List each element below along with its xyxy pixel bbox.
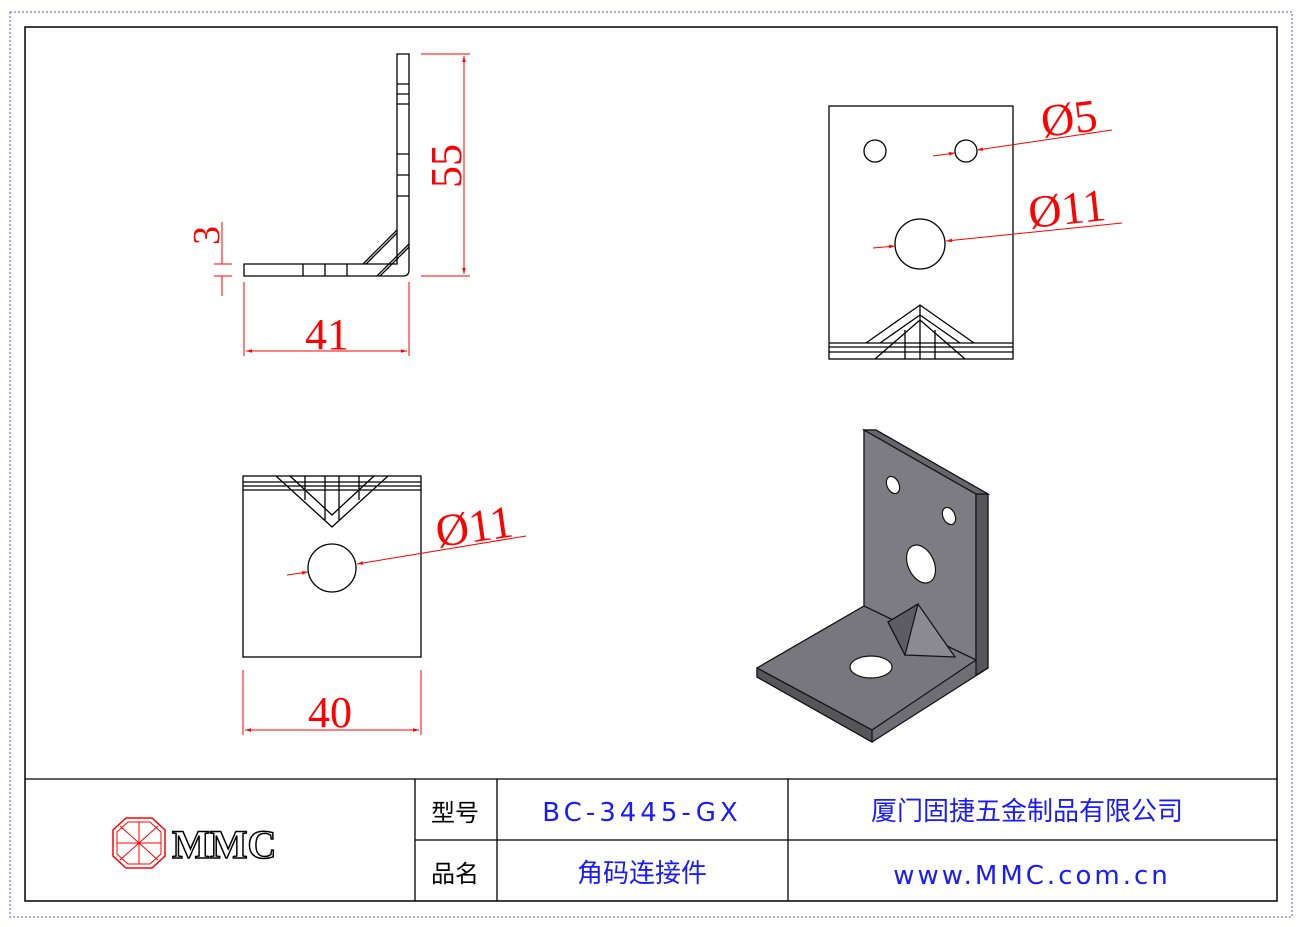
company-website: www.MMC.com.cn xyxy=(893,861,1171,891)
dim-hole-11-bottom: Ø11 xyxy=(432,496,516,557)
dim-hole-11-top: Ø11 xyxy=(1026,179,1108,238)
hole-bottom xyxy=(307,543,357,593)
sheet-border xyxy=(9,11,1293,918)
side-view xyxy=(243,53,410,277)
model-label: 型号 xyxy=(431,799,479,827)
dim-thickness-3: 3 xyxy=(186,226,228,245)
hole-small-left xyxy=(863,139,887,163)
side-view-dimensions xyxy=(214,53,470,356)
company-logo: MMC xyxy=(112,817,277,869)
dim-height-55: 55 xyxy=(422,144,471,188)
front-view-dimensions xyxy=(872,129,1123,249)
model-value: BC-3445-GX xyxy=(542,798,741,828)
drawing-frame xyxy=(24,26,1278,902)
name-value: 角码连接件 xyxy=(577,859,707,889)
name-label: 品名 xyxy=(431,860,479,888)
dim-width-41: 41 xyxy=(305,310,349,359)
logo-text: MMC xyxy=(172,822,276,867)
dim-width-40: 40 xyxy=(308,688,352,737)
hole-small-right xyxy=(954,139,978,163)
title-block xyxy=(25,778,1277,901)
hole-large xyxy=(894,218,946,270)
bottom-view xyxy=(242,475,422,658)
front-view xyxy=(828,105,1014,360)
company-name: 厦门固捷五金制品有限公司 xyxy=(871,797,1183,827)
isometric-view xyxy=(755,428,991,744)
bottom-view-dimensions xyxy=(242,535,527,735)
dim-hole-5: Ø5 xyxy=(1038,89,1100,146)
